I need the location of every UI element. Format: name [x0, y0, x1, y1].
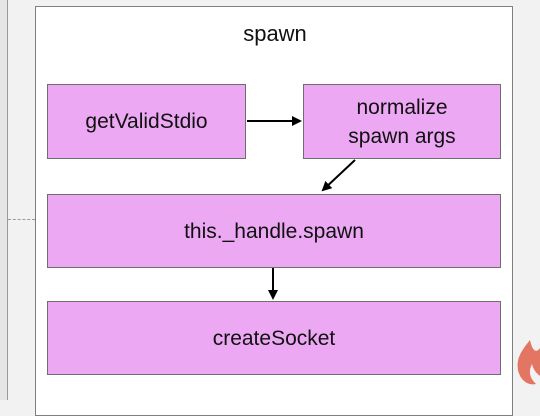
- container-title: spawn: [243, 21, 307, 46]
- node-label: createSocket: [212, 326, 336, 350]
- adjacent-panel-edge: [0, 0, 8, 400]
- node-create-socket: createSocket: [47, 301, 501, 375]
- node-normalize-spawn-args: normalize spawn args: [303, 84, 501, 159]
- node-label: this._handle.spawn: [184, 219, 364, 243]
- node-get-valid-stdio: getValidStdio: [47, 84, 246, 159]
- node-label: normalize spawn args: [348, 95, 456, 148]
- node-label: getValidStdio: [85, 110, 208, 133]
- dashed-connector: [8, 219, 35, 220]
- arrow-normalize-to-handle-spawn: [321, 159, 356, 192]
- diagram-arrows: [247, 116, 356, 300]
- node-handle-spawn: this._handle.spawn: [47, 194, 501, 268]
- flame-icon: [517, 340, 540, 385]
